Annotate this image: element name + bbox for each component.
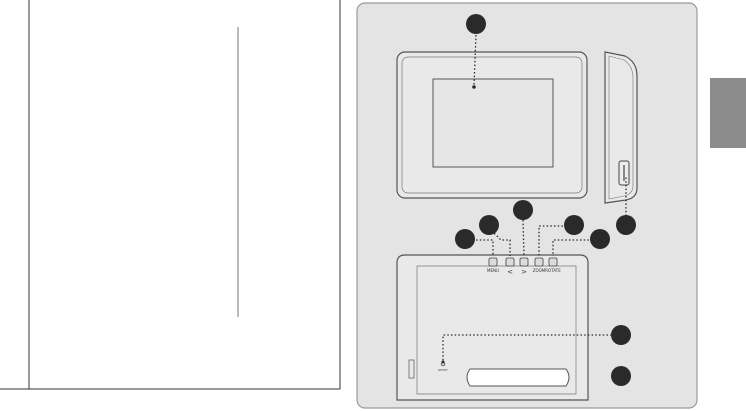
menu-button-label: MENU — [487, 268, 499, 273]
screen-anchor-dot — [472, 85, 476, 89]
callout-line-screen — [473, 34, 477, 87]
left-button — [505, 257, 515, 267]
frame-side-inner — [608, 55, 634, 200]
callout-markers — [441, 14, 636, 386]
frame-front-view — [396, 51, 588, 199]
button-row: MENU < > ZOOM ROTATE — [487, 257, 561, 276]
callout-marker-screen — [466, 14, 486, 34]
callout-marker-right — [513, 200, 533, 220]
callout-line-reset — [442, 334, 619, 361]
frame-front-inner — [401, 56, 583, 194]
left-button-label: < — [507, 268, 513, 276]
frame-back-view: RESET — [396, 254, 589, 401]
left-page — [0, 0, 341, 390]
rotate-button-label: ROTATE — [545, 268, 561, 273]
callout-lines — [442, 34, 627, 361]
chapter-side-tab — [710, 78, 746, 148]
callout-marker-menu — [455, 229, 475, 249]
callout-marker-usb — [616, 215, 636, 235]
callout-line-left-top — [488, 227, 511, 256]
side-notch — [408, 359, 415, 379]
callout-line-rotate — [552, 239, 600, 256]
right-button-label: > — [521, 268, 527, 276]
zoom-button-label: ZOOM — [533, 268, 546, 273]
zoom-button — [534, 257, 544, 267]
callout-marker-stand — [611, 366, 631, 386]
reset-anchor-dot — [441, 360, 445, 364]
callout-marker-reset — [611, 325, 631, 345]
right-button — [519, 257, 529, 267]
frame-screen — [432, 78, 554, 168]
callout-marker-left — [479, 215, 499, 235]
stand-slot — [466, 368, 570, 387]
callout-marker-zoom — [564, 215, 584, 235]
callout-line-zoom — [538, 225, 574, 256]
frame-side-view — [604, 51, 638, 204]
callout-marker-rotate — [590, 229, 610, 249]
callout-line-right — [522, 219, 525, 257]
menu-button — [488, 257, 498, 267]
rotate-button — [548, 257, 558, 267]
reset-label: RESET — [438, 368, 448, 372]
